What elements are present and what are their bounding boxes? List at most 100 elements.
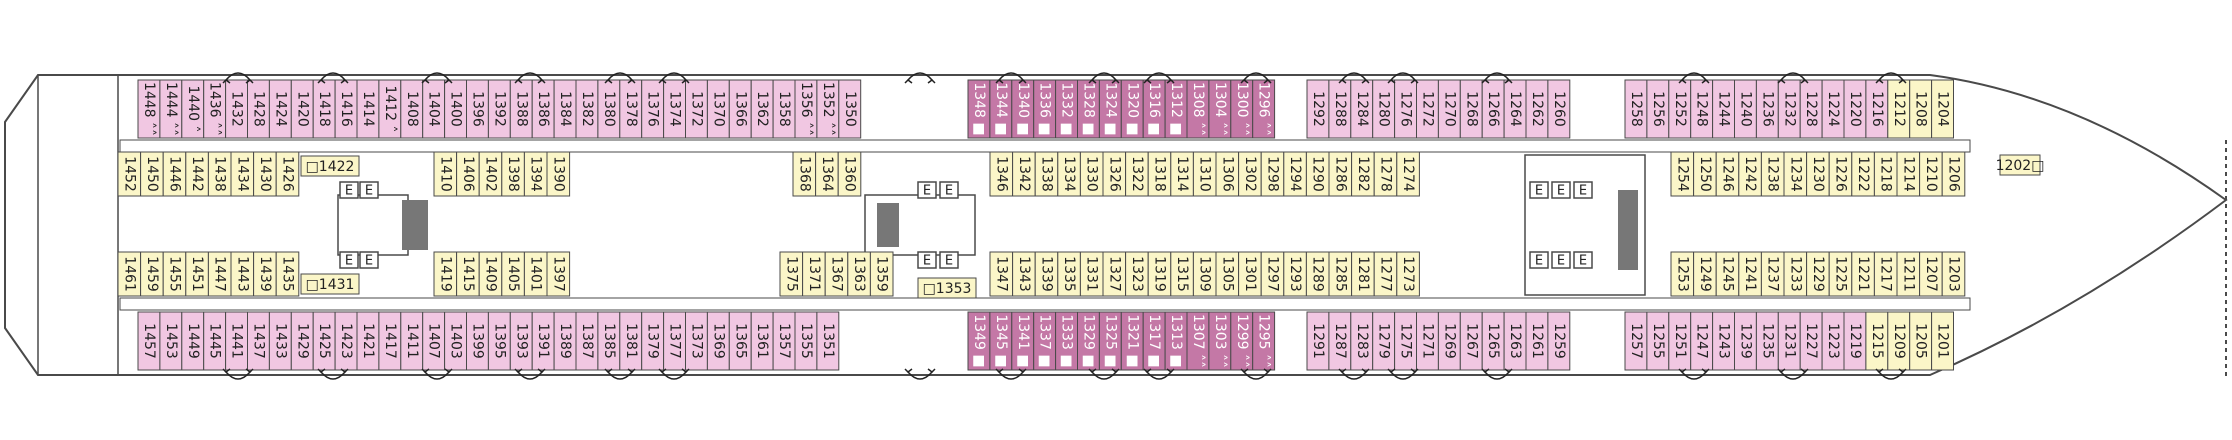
cabin[interactable]: 1361 <box>750 311 774 371</box>
cabin[interactable]: 1381 <box>619 311 643 371</box>
cabin[interactable]: 1449 <box>181 311 205 371</box>
cabin[interactable]: 1222 <box>1851 151 1875 197</box>
cabin[interactable]: 1256 <box>1646 79 1670 139</box>
cabin[interactable]: 1239 <box>1734 311 1757 371</box>
cabin[interactable]: 1217 <box>1873 251 1898 297</box>
cabin[interactable]: 1404 <box>422 79 446 139</box>
cabin[interactable]: 1334 <box>1057 151 1081 197</box>
cabin[interactable]: 1324 ■ <box>1098 79 1122 139</box>
cabin[interactable]: 1428 <box>247 79 270 139</box>
cabin[interactable]: 1380 <box>597 79 621 139</box>
cabin[interactable]: 1212 <box>1887 79 1911 139</box>
cabin[interactable]: 1282 <box>1351 151 1375 197</box>
cabin[interactable]: 1403 <box>444 311 468 371</box>
cabin[interactable]: 1438 <box>207 151 232 197</box>
cabin[interactable]: 1447 <box>207 251 232 297</box>
cabin[interactable]: 1274 <box>1396 151 1420 197</box>
cabin[interactable]: 1421 <box>356 311 380 371</box>
cabin[interactable]: 1208 <box>1909 79 1933 139</box>
cabin[interactable]: 1258 <box>1624 79 1648 139</box>
cabin[interactable]: 1247 <box>1690 311 1714 371</box>
cabin[interactable]: 1254 <box>1670 151 1695 197</box>
cabin[interactable]: 1242 <box>1738 151 1762 197</box>
cabin[interactable]: 1210 <box>1919 151 1943 197</box>
cabin[interactable]: 1407 <box>422 311 446 371</box>
cabin[interactable]: 1393 <box>509 311 533 371</box>
cabin[interactable]: 1297 <box>1260 251 1285 297</box>
cabin[interactable]: 1336 ■ <box>1033 79 1057 139</box>
cabin[interactable]: 1243 <box>1712 311 1735 371</box>
cabin[interactable]: 1240 <box>1734 79 1757 139</box>
cabin[interactable]: 1289 <box>1305 251 1330 297</box>
cabin[interactable]: □1431 <box>300 273 360 295</box>
cabin[interactable]: 1319 <box>1147 251 1172 297</box>
cabin[interactable]: 1434 <box>230 151 255 197</box>
cabin[interactable]: 1234 <box>1783 151 1808 197</box>
cabin[interactable]: 1271 <box>1416 311 1439 371</box>
cabin[interactable]: 1265 <box>1481 311 1505 371</box>
cabin[interactable]: 1416 <box>334 79 358 139</box>
cabin[interactable]: 1437 <box>247 311 270 371</box>
cabin[interactable]: 1236 <box>1755 79 1779 139</box>
cabin[interactable]: 1209 <box>1887 311 1911 371</box>
cabin[interactable]: 1286 <box>1328 151 1353 197</box>
cabin[interactable]: 1430 <box>253 151 277 197</box>
cabin[interactable]: 1216 <box>1865 79 1889 139</box>
cabin[interactable]: 1420 <box>290 79 314 139</box>
cabin[interactable]: 1345 ■ <box>989 311 1013 371</box>
cabin[interactable]: 1327 <box>1102 251 1127 297</box>
cabin[interactable]: 1270 <box>1437 79 1461 139</box>
cabin[interactable]: 1290 <box>1305 151 1330 197</box>
cabin[interactable]: 1340 ■ <box>1011 79 1035 139</box>
cabin[interactable]: 1415 <box>456 251 480 297</box>
cabin[interactable]: 1257 <box>1624 311 1648 371</box>
cabin[interactable]: 1410 <box>433 151 458 197</box>
cabin[interactable]: 1370 <box>706 79 730 139</box>
cabin[interactable]: 1252 <box>1668 79 1692 139</box>
cabin[interactable]: 1215 <box>1865 311 1889 371</box>
cabin[interactable]: 1288 <box>1328 79 1352 139</box>
cabin[interactable]: 1372 <box>685 79 708 139</box>
cabin[interactable]: 1418 <box>312 79 336 139</box>
cabin[interactable]: 1303 ˄˄ <box>1208 311 1232 371</box>
cabin[interactable]: 1277 <box>1373 251 1398 297</box>
cabin[interactable]: 1452 <box>117 151 142 197</box>
cabin[interactable]: 1384 <box>553 79 577 139</box>
cabin[interactable]: 1362 <box>750 79 774 139</box>
cabin[interactable]: 1332 ■ <box>1055 79 1078 139</box>
cabin[interactable]: 1306 <box>1215 151 1240 197</box>
cabin[interactable]: 1214 <box>1896 151 1921 197</box>
cabin[interactable]: 1310 <box>1192 151 1217 197</box>
cabin[interactable]: 1219 <box>1843 311 1867 371</box>
cabin[interactable]: 1298 <box>1260 151 1285 197</box>
cabin[interactable]: 1333 ■ <box>1055 311 1078 371</box>
cabin[interactable]: 1443 <box>230 251 255 297</box>
cabin[interactable]: □1422 <box>300 155 360 177</box>
cabin[interactable]: 1436 ˄˄ <box>203 79 227 139</box>
cabin[interactable]: 1275 <box>1394 311 1417 371</box>
cabin[interactable]: 1349 ■ <box>967 311 991 371</box>
cabin[interactable]: 1408 <box>400 79 424 139</box>
cabin[interactable]: 1281 <box>1351 251 1375 297</box>
cabin[interactable]: 1237 <box>1760 251 1785 297</box>
cabin[interactable]: 1398 <box>501 151 525 197</box>
cabin[interactable]: 1368 <box>792 151 817 197</box>
cabin[interactable]: 1207 <box>1919 251 1943 297</box>
cabin[interactable]: 1453 <box>159 311 183 371</box>
cabin[interactable]: □1353 <box>917 277 977 299</box>
cabin[interactable]: 1409 <box>478 251 503 297</box>
cabin[interactable]: 1251 <box>1668 311 1692 371</box>
cabin[interactable]: 1235 <box>1755 311 1779 371</box>
cabin[interactable]: 1224 <box>1821 79 1845 139</box>
cabin[interactable]: 1248 <box>1690 79 1714 139</box>
cabin[interactable]: 1387 <box>575 311 599 371</box>
cabin[interactable]: 1273 <box>1396 251 1420 297</box>
cabin[interactable]: 1226 <box>1828 151 1853 197</box>
cabin[interactable]: 1309 <box>1192 251 1217 297</box>
cabin[interactable]: 1378 <box>619 79 643 139</box>
cabin[interactable]: 1276 <box>1394 79 1417 139</box>
cabin[interactable]: 1308 ˄˄ <box>1186 79 1210 139</box>
cabin[interactable]: 1371 <box>802 251 826 297</box>
cabin[interactable]: 1227 <box>1799 311 1823 371</box>
cabin[interactable]: 1388 <box>509 79 533 139</box>
